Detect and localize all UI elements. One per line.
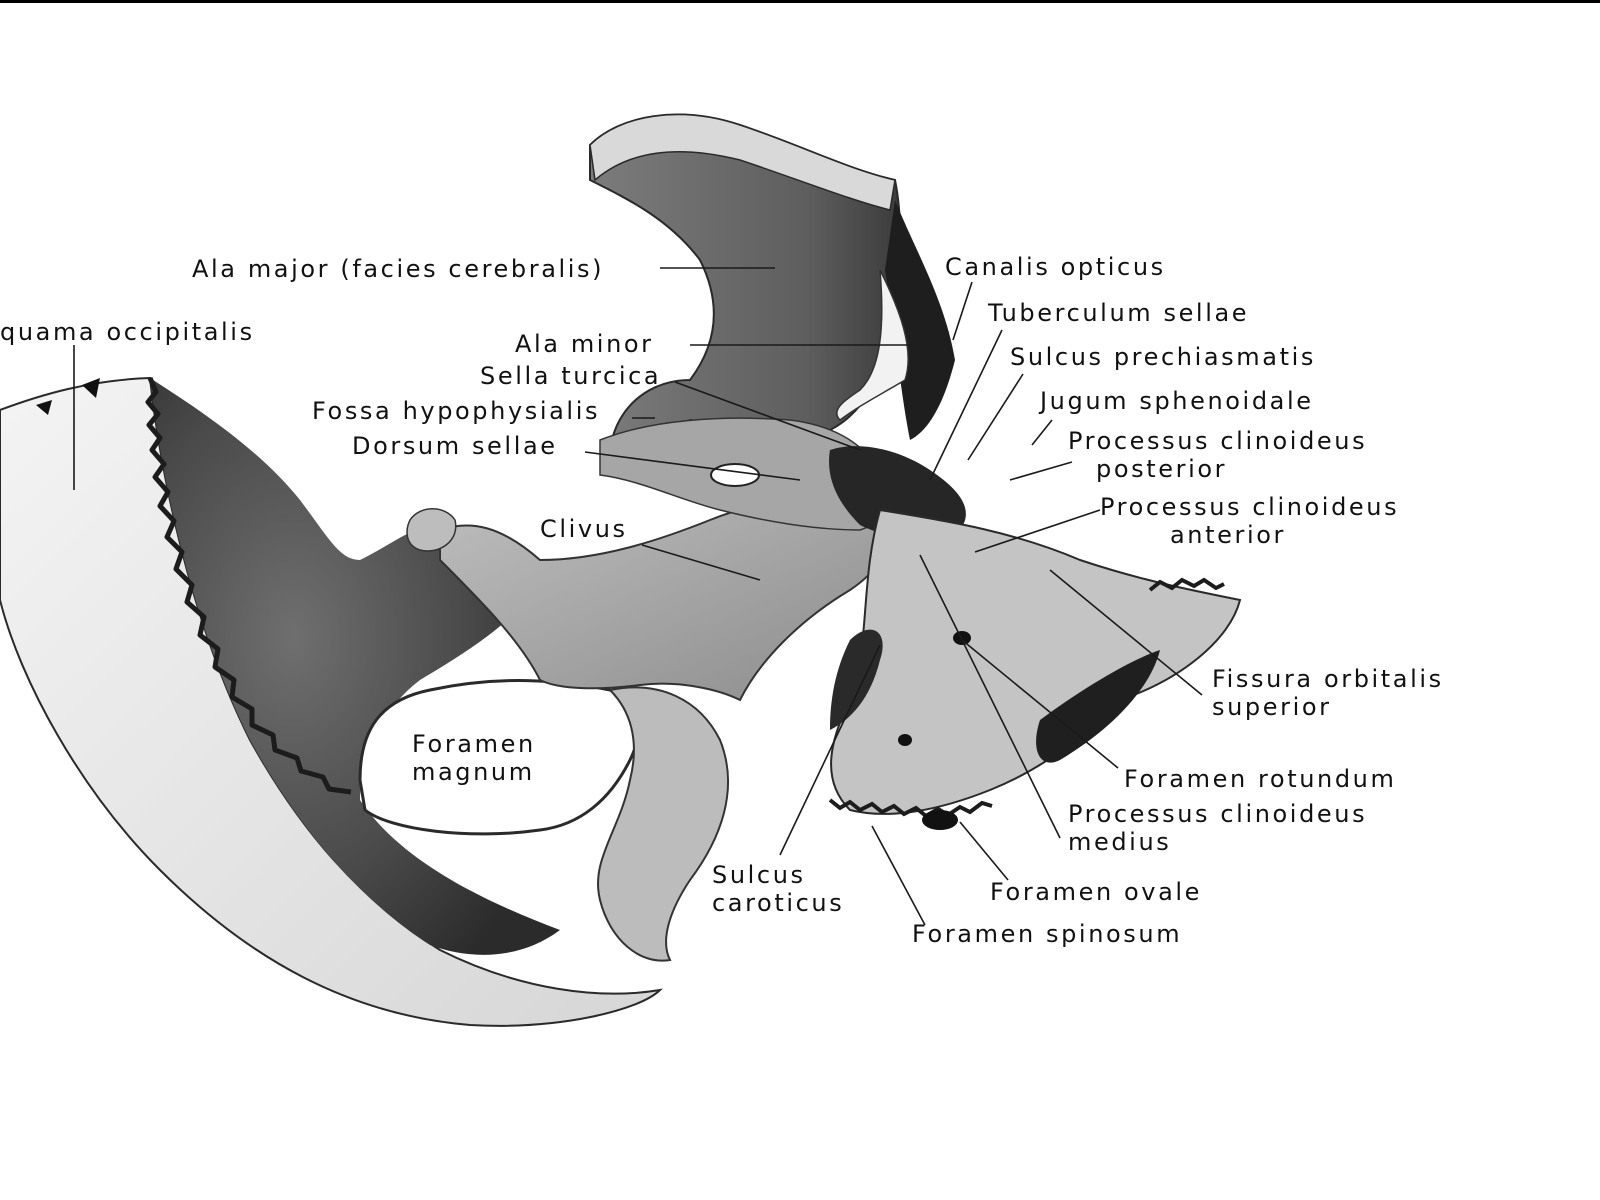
label-canalis-opticus: Canalis opticus <box>945 253 1166 281</box>
occipital-suture-edge <box>145 377 352 795</box>
occipital-fossa-shape <box>150 378 560 955</box>
label-foramen-magnum-1: Foramen <box>412 730 536 758</box>
condyle-right-shape <box>597 686 729 962</box>
label-proc-clin-med-1: Processus clinoideus <box>1068 800 1367 828</box>
label-squama-occipitalis: quama occipitalis <box>0 318 255 346</box>
leader-clivus <box>641 544 761 581</box>
label-foramen-spinosum: Foramen spinosum <box>912 920 1182 948</box>
leader-sulcus-caroticus <box>779 644 881 856</box>
sulcus-caroticus-shadow <box>830 629 883 730</box>
ala-major-rim <box>589 113 896 211</box>
squama-notch-shape <box>82 378 100 398</box>
label-proc-clin-post-1: Processus clinoideus <box>1068 427 1367 455</box>
leader-fissura-orb <box>1049 569 1203 696</box>
label-foramen-ovale: Foramen ovale <box>990 878 1202 906</box>
label-proc-clin-ant-1: Processus clinoideus <box>1100 493 1399 521</box>
hypophysis-shadow-shape <box>829 446 966 540</box>
ala-minor-shape <box>836 269 909 421</box>
leader-tuberculum-sellae <box>929 329 1003 481</box>
label-ala-major: Ala major (facies cerebralis) <box>192 255 604 283</box>
leader-proc-clin-med <box>919 554 1061 839</box>
label-sulcus-caroticus-1: Sulcus <box>712 861 806 889</box>
leader-proc-clin-ant <box>974 509 1101 553</box>
label-foramen-rotundum: Foramen rotundum <box>1124 765 1396 793</box>
label-sulcus-prechiasmatis: Sulcus prechiasmatis <box>1010 343 1316 371</box>
leader-jugum-sphenoidale <box>1031 419 1053 446</box>
leader-foramen-spinosum <box>871 825 926 926</box>
label-fissura-orb-sup-1: Fissura orbitalis <box>1212 665 1444 693</box>
leader-foramen-rotundum <box>961 639 1119 769</box>
squama-notch-shape-2 <box>36 400 52 415</box>
label-proc-clin-post-2: posterior <box>1096 455 1227 483</box>
label-clivus: Clivus <box>540 515 628 543</box>
label-sulcus-caroticus-2: caroticus <box>712 889 844 917</box>
leader-foramen-ovale <box>959 821 1009 881</box>
right-tip-suture-edge <box>1148 577 1225 592</box>
leader-dorsum-sellae <box>584 451 801 481</box>
fissura-orbitalis-shadow <box>1036 650 1160 763</box>
label-sella-turcica: Sella turcica <box>480 362 661 390</box>
top-border-line <box>0 0 1600 3</box>
foramen-rotundum-shape <box>953 631 971 645</box>
foramen-spinosum-shape <box>898 734 912 746</box>
label-foramen-magnum-2: magnum <box>412 758 535 786</box>
leader-canalis-opticus <box>952 281 973 341</box>
label-ala-minor: Ala minor <box>515 330 654 358</box>
label-fossa-hypophysialis: Fossa hypophysialis <box>312 397 600 425</box>
right-wing-suture-edge <box>828 798 993 819</box>
leader-sella-turcica <box>674 381 861 451</box>
label-proc-clin-med-2: medius <box>1068 828 1171 856</box>
label-dorsum-sellae: Dorsum sellae <box>352 432 558 460</box>
leader-sulcus-prechiasmatis <box>967 373 1024 461</box>
jugular-process-shape <box>406 508 457 552</box>
label-fissura-orb-sup-2: superior <box>1212 693 1332 721</box>
label-tuberculum-sellae: Tuberculum sellae <box>987 299 1249 327</box>
leader-proc-clin-post <box>1009 461 1073 481</box>
foramen-ovale-shape <box>922 810 958 830</box>
labels: Ala major (facies cerebralis) quama occi… <box>0 253 1444 948</box>
label-jugum-sphenoidale: Jugum sphenoidale <box>1038 387 1314 415</box>
label-proc-clin-ant-2: anterior <box>1170 521 1286 549</box>
sella-foramen-shape <box>710 463 760 487</box>
leader-lines <box>73 267 1203 926</box>
clivus-shape <box>439 498 890 702</box>
